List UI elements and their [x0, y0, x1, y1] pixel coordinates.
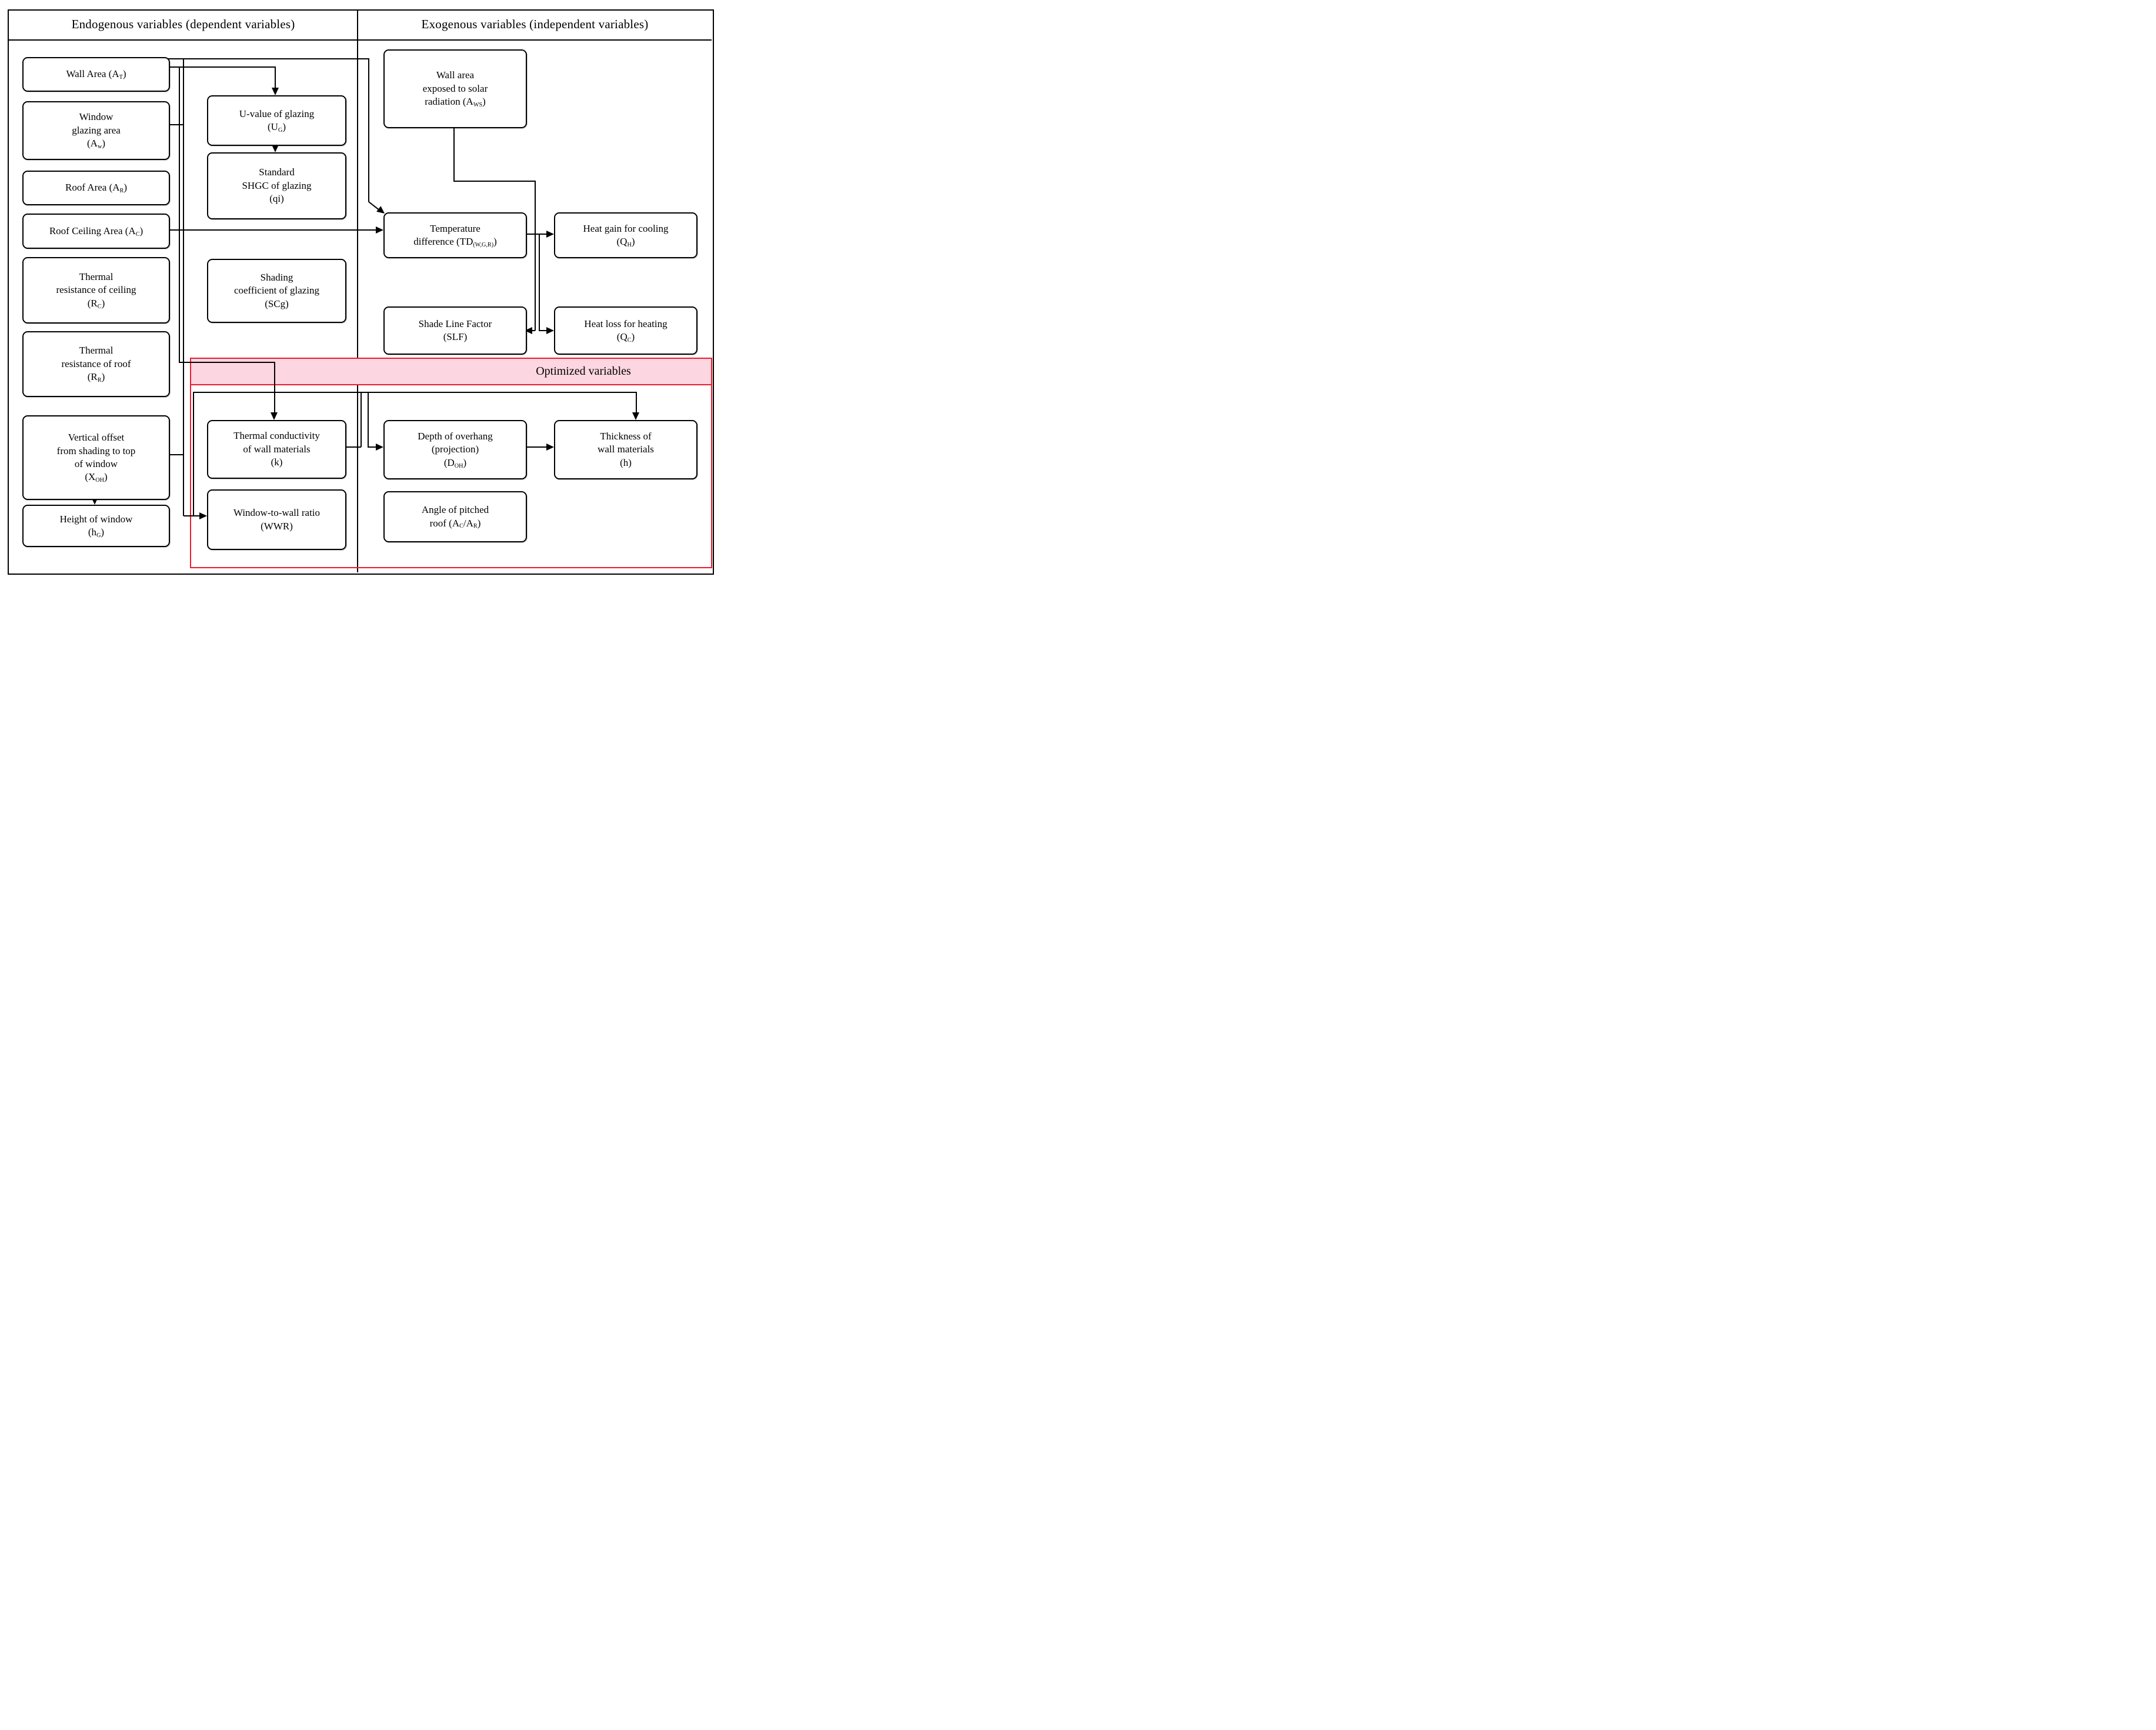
- edge-wallarea-td-h: [168, 58, 369, 59]
- edge-k-stub-v: [361, 392, 362, 447]
- edge-wallarea-k-v2: [274, 362, 275, 413]
- edge-aws-h: [453, 181, 535, 182]
- edge-rail-hbox-v: [636, 392, 637, 412]
- edge-wallarea-uvalue-v: [275, 66, 276, 89]
- optimized-variables-label: Optimized variables: [536, 365, 631, 378]
- node-height-of-window: Height of window(hG): [22, 505, 170, 547]
- node-heat-gain-cooling: Heat gain for cooling(QH): [554, 212, 697, 258]
- arrowhead-into-hbox-top: [632, 412, 639, 420]
- edge-k-stub-h: [344, 446, 361, 448]
- node-depth-of-overhang: Depth of overhang(projection)(DOH): [383, 420, 527, 479]
- arrowhead-into-td-left: [376, 226, 383, 234]
- node-roof-ceiling-area: Roof Ceiling Area (AC): [22, 214, 170, 249]
- arrowhead-into-wwr: [199, 512, 207, 519]
- edge-aws-v1: [453, 126, 455, 181]
- edge-doh-hbox-h: [525, 446, 547, 448]
- node-u-value-glazing: U-value of glazing(UG): [207, 95, 346, 146]
- edge-wallarea-k-h: [179, 362, 275, 363]
- edge-aws-slf-h: [530, 330, 535, 331]
- edge-rail-doh-h: [368, 446, 376, 448]
- edge-rail-h: [193, 392, 636, 393]
- edge-verticaloffset-stub: [168, 454, 183, 455]
- edge-rail-left-riser: [193, 392, 194, 516]
- edge-wallarea-uvalue-h: [168, 66, 275, 68]
- optimized-variables-region: [190, 358, 712, 568]
- edge-wallarea-k-v: [179, 66, 180, 362]
- edge-roofceiling-td-h: [168, 229, 376, 231]
- node-window-to-wall-ratio: Window-to-wall ratio(WWR): [207, 489, 346, 550]
- arrowhead-into-qc: [546, 327, 554, 334]
- edge-td-qc-v: [539, 234, 540, 331]
- edge-td-qc-h: [539, 330, 547, 331]
- outer-frame: [8, 9, 714, 575]
- header-divider: [8, 39, 712, 41]
- column-divider: [357, 9, 358, 572]
- node-wall-area: Wall Area (AT): [22, 57, 170, 92]
- edge-td-qh-h: [525, 234, 547, 235]
- edge-trunk-wwr-v: [183, 58, 184, 516]
- node-shade-line-factor: Shade Line Factor(SLF): [383, 306, 527, 355]
- node-roof-area: Roof Area (AR): [22, 171, 170, 205]
- node-heat-loss-heating: Heat loss for heating(QC): [554, 306, 697, 355]
- arrowhead-into-shgc: [272, 145, 279, 152]
- header-exogenous: Exogenous variables (independent variabl…: [421, 17, 649, 31]
- header-endogenous: Endogenous variables (dependent variable…: [71, 17, 295, 31]
- arrowhead-into-doh: [376, 444, 383, 451]
- arrowhead-into-hbox-left: [546, 444, 554, 451]
- arrowhead-into-qh: [546, 231, 554, 238]
- edge-rail-doh-v: [368, 392, 369, 447]
- edge-trunk-wwr-h: [183, 515, 200, 516]
- arrowhead-into-k: [271, 412, 278, 420]
- arrowhead-into-uvalue: [272, 88, 279, 95]
- edge-wallarea-td-v: [368, 58, 369, 202]
- edge-windowglazing-stub: [168, 124, 183, 125]
- variables-diagram: Endogenous variables (dependent variable…: [0, 0, 719, 576]
- edge-aws-v2: [535, 181, 536, 331]
